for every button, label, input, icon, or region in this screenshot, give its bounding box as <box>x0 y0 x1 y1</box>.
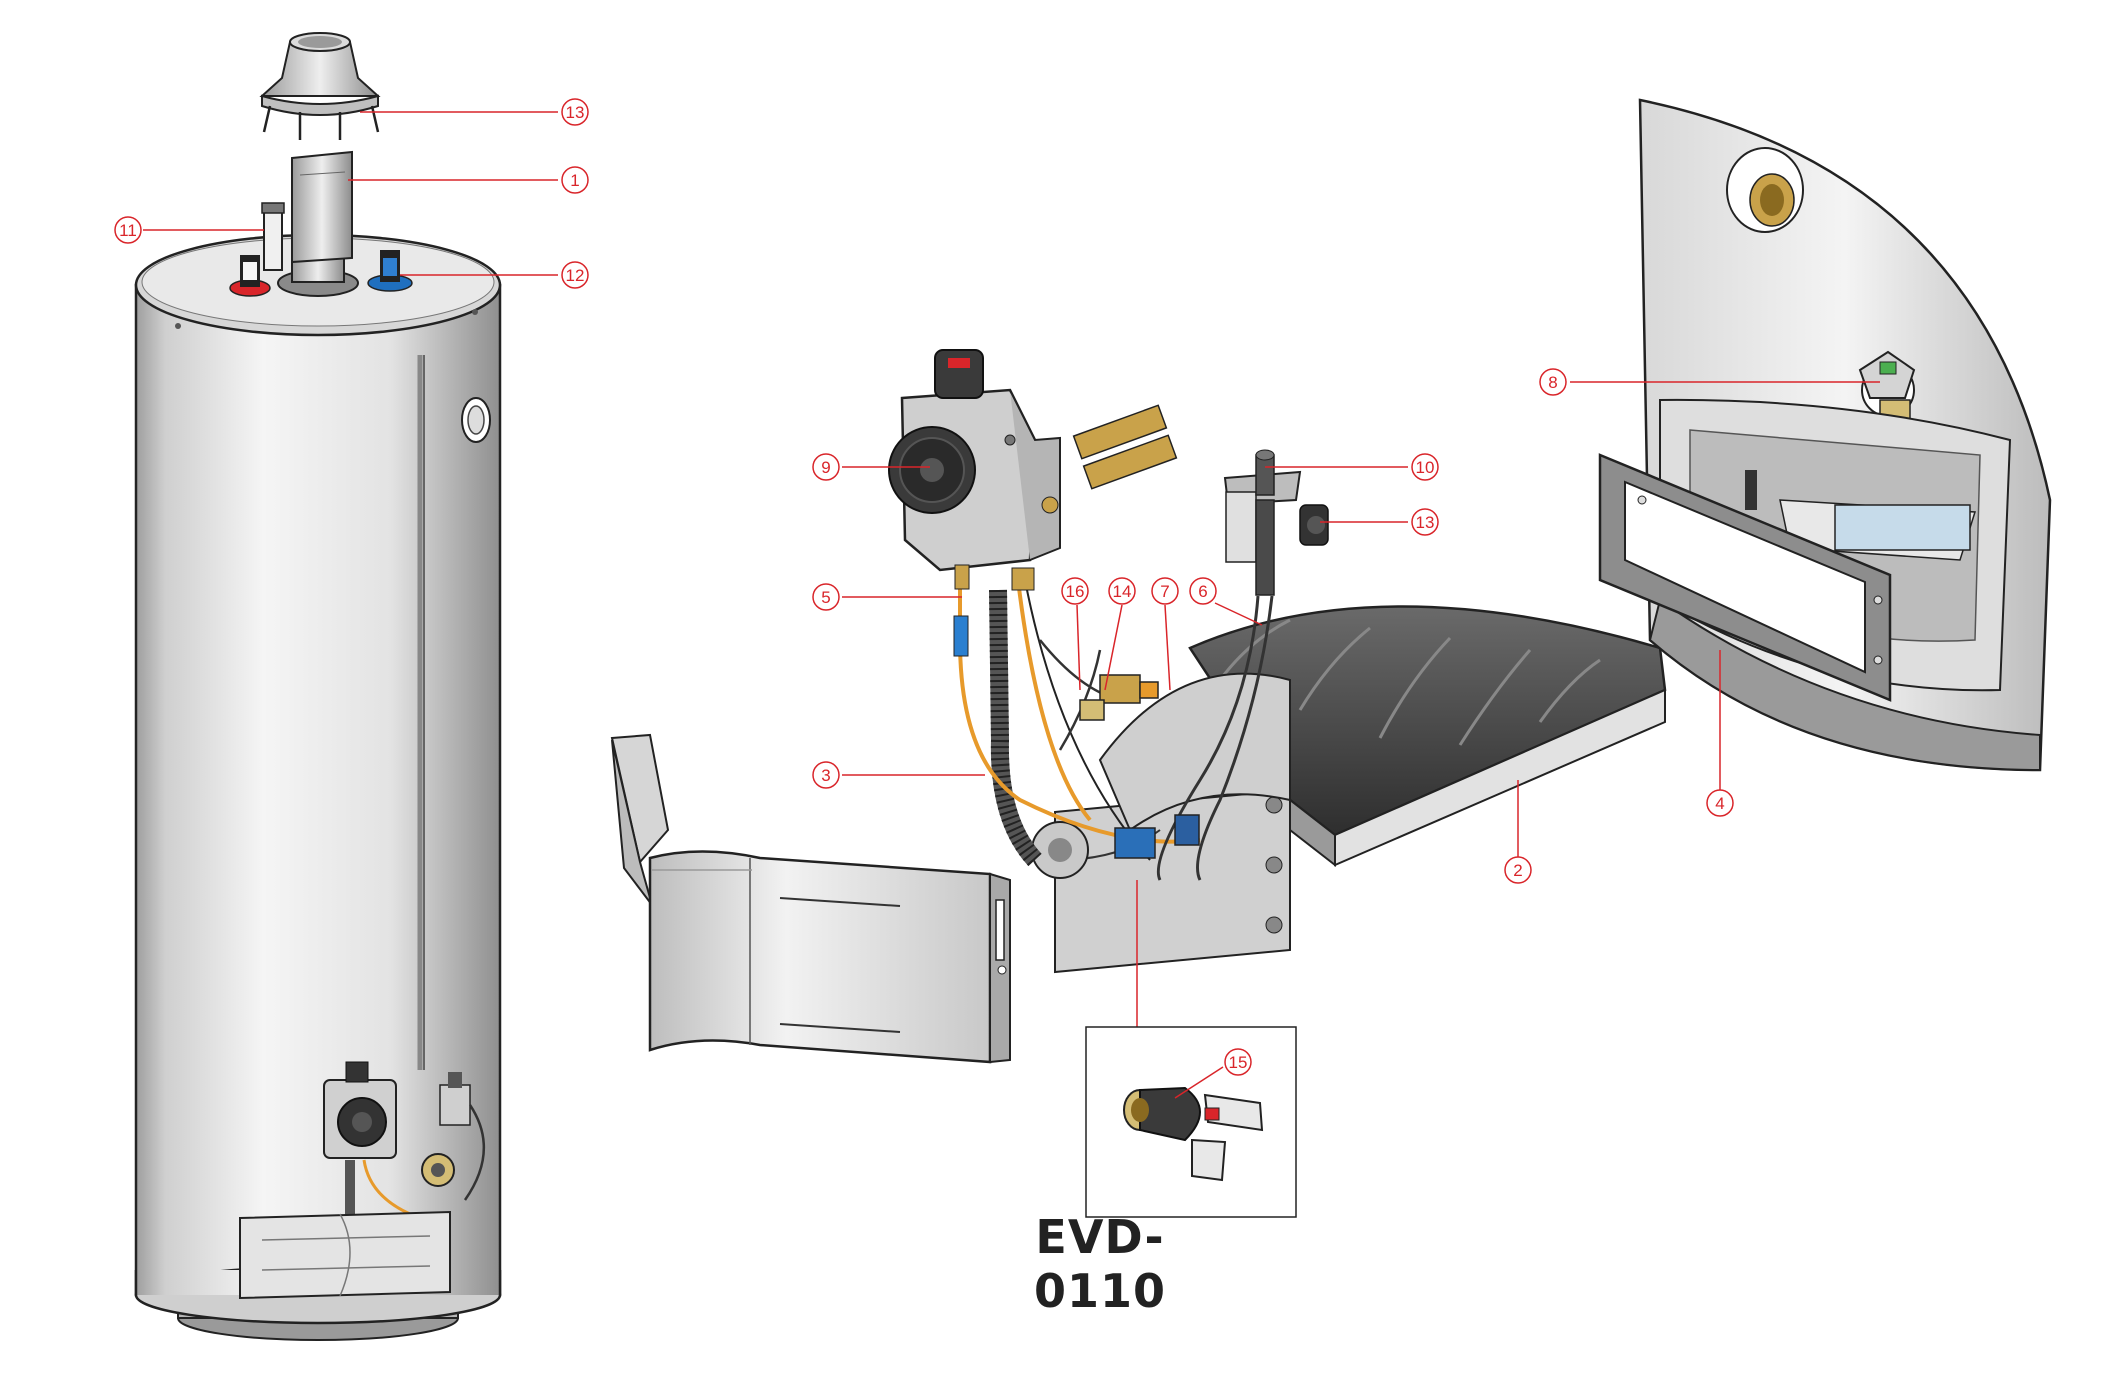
pilot-assembly <box>1223 449 1329 596</box>
svg-text:13: 13 <box>566 103 585 122</box>
svg-text:1: 1 <box>570 171 579 190</box>
callout-5: 5 <box>812 583 840 611</box>
svg-text:12: 12 <box>566 266 585 285</box>
water-heater-tank <box>134 32 502 1341</box>
callout-15: 15 <box>1224 1048 1252 1076</box>
svg-text:6: 6 <box>1198 582 1207 601</box>
callout-12: 12 <box>561 261 589 289</box>
callout-9: 9 <box>812 453 840 481</box>
detail-inset-box <box>1085 880 1297 1218</box>
svg-text:10: 10 <box>1416 458 1435 477</box>
callout-16: 16 <box>1061 577 1089 605</box>
callout-2: 2 <box>1504 856 1532 884</box>
svg-text:15: 15 <box>1229 1053 1248 1072</box>
tank-cutaway <box>1598 98 2052 772</box>
svg-text:7: 7 <box>1160 582 1169 601</box>
callout-14: 14 <box>1108 577 1136 605</box>
svg-text:8: 8 <box>1548 373 1557 392</box>
svg-text:4: 4 <box>1715 794 1724 813</box>
callout-13-mid: 13 <box>1411 508 1439 536</box>
callout-7: 7 <box>1151 577 1179 605</box>
svg-text:3: 3 <box>821 766 830 785</box>
callout-11: 11 <box>114 216 142 244</box>
callout-3: 3 <box>812 761 840 789</box>
gas-control-valve <box>888 349 1178 591</box>
limit-switch <box>1123 1086 1264 1182</box>
svg-text:14: 14 <box>1113 582 1132 601</box>
svg-text:9: 9 <box>821 458 830 477</box>
callout-6: 6 <box>1189 577 1217 605</box>
callout-10: 10 <box>1411 453 1439 481</box>
svg-text:13: 13 <box>1416 513 1435 532</box>
callouts: 13 1 11 12 9 10 13 5 <box>114 98 1880 1099</box>
burner-assembly <box>610 349 1667 1064</box>
callout-1: 1 <box>561 166 589 194</box>
svg-text:16: 16 <box>1066 582 1085 601</box>
svg-text:5: 5 <box>821 588 830 607</box>
svg-text:2: 2 <box>1513 861 1522 880</box>
svg-text:11: 11 <box>119 221 137 240</box>
callout-8: 8 <box>1539 368 1567 396</box>
model-code-label: EVD-0110 <box>1033 1210 1167 1318</box>
callout-4: 4 <box>1706 789 1734 817</box>
callout-13-top: 13 <box>561 98 589 126</box>
